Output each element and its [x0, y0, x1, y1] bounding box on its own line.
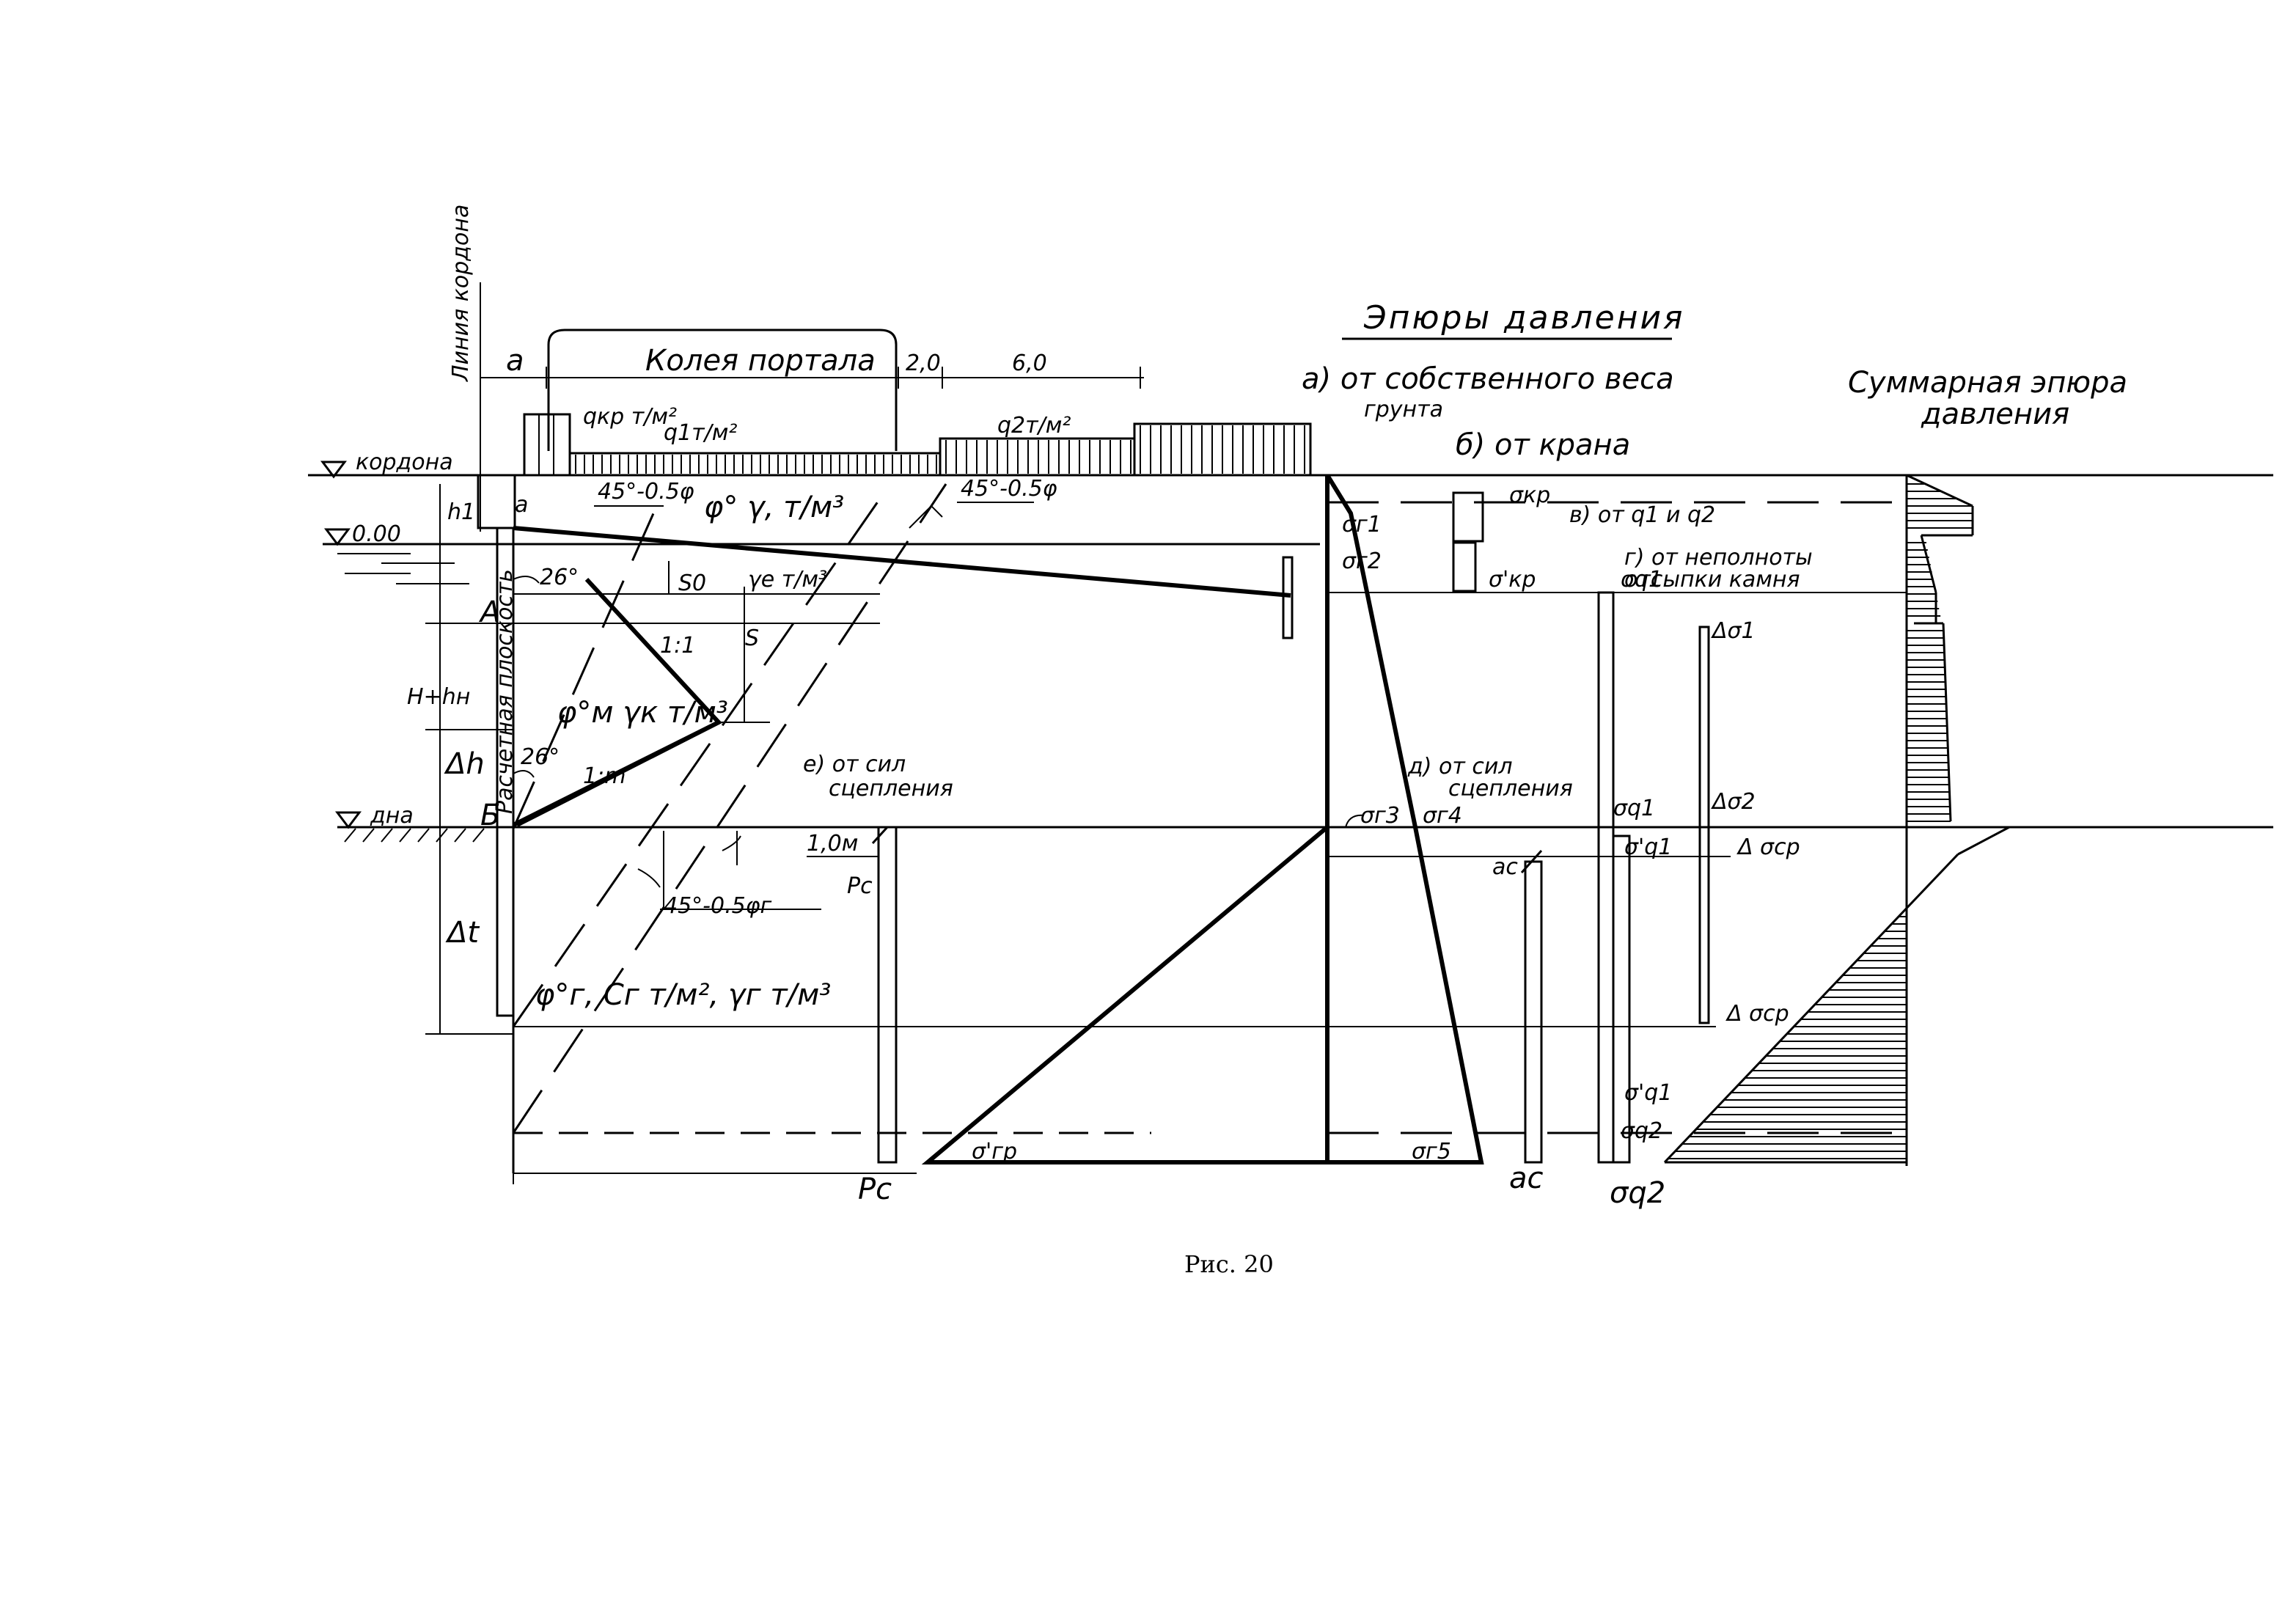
sigma-q1-prime-label: σ'q1 [1624, 834, 1672, 860]
epure-a-label: а) от собственного веса [1302, 362, 1674, 396]
angle-26-top-label: 26° [540, 565, 579, 590]
q2-load-block [939, 437, 1136, 477]
s-label: S [745, 626, 759, 651]
angle-45-label-2: 45°-0.5φ [961, 476, 1057, 502]
sigma-g2-label: σг2 [1342, 549, 1382, 574]
angle-45-label-3: 45°-0.5φг [664, 893, 771, 919]
zero-level-label: 0.00 [352, 521, 401, 547]
h1-label: h1 [447, 499, 475, 525]
q1-label: q1т/м² [664, 420, 737, 446]
stone-prism-slope [512, 720, 720, 827]
epure-d-label-2: сцепления [1448, 776, 1573, 802]
epure-cohesion-triangle [921, 822, 1329, 1164]
summary-title-line1: Суммарная эпюра [1848, 366, 2127, 400]
q-kr-label: qкр т/м² [583, 404, 677, 430]
portal-track-label: Колея портала [645, 344, 876, 378]
sigma-kr-prime-label: σ'кр [1489, 567, 1536, 593]
crane-epure-upper [1452, 491, 1484, 543]
kordon-line-label: Линия кордона [448, 205, 474, 382]
sigma-q1-prime-low-label: σ'q1 [1624, 1080, 1672, 1106]
phi-m-label: φ°м γк т/м³ [557, 696, 728, 730]
ac-bar [1524, 860, 1543, 1164]
dt-label: Δt [445, 916, 480, 950]
sigma-q2-bottom-label: σq2 [1610, 1176, 1665, 1210]
epure-g-label-2: отсыпки камня [1624, 567, 1800, 593]
delta-sigma1-label: Δσ1 [1711, 618, 1756, 644]
diagram-title: Эпюры давления [1363, 299, 1685, 337]
epure-d-label: д) от сил [1407, 754, 1513, 780]
a-dimension-label: a [506, 344, 524, 378]
s0-label: S0 [678, 571, 706, 596]
sigma-q1-top-label: σq1 [1621, 567, 1662, 593]
bottom-level-marker-icon [335, 811, 362, 829]
kordon-level-marker-icon [320, 461, 347, 479]
delta-sigma-bar [1698, 626, 1710, 1024]
gamma-e-label: γе т/м³ [748, 567, 827, 593]
summary-epure [1663, 474, 2010, 1166]
angle-45-label-1: 45°-0.5φ [598, 479, 694, 505]
slip-plane-1 [512, 498, 661, 829]
q1-load-hatch [575, 455, 937, 474]
pc-top-label: Pс [847, 873, 873, 899]
crane-load-block [523, 413, 571, 477]
delta-sigma-cp-label: Δ σср [1736, 834, 1800, 860]
phi-g-label: φ°г, Cг т/м², γг т/м³ [535, 978, 831, 1012]
seabed-hatch [344, 828, 485, 843]
q1-load-block [568, 452, 942, 477]
portal-crane-outline [547, 329, 898, 451]
crane-epure-lower [1452, 541, 1477, 593]
q2-load-hatch [945, 425, 1305, 474]
ac-top-label: ac [1492, 854, 1518, 880]
sigma-kr-label: σкр [1509, 483, 1550, 508]
bottom-level-label: дна [370, 803, 414, 829]
quay-wall-cap [477, 474, 516, 529]
sigma-gr-label: σ'гр [972, 1139, 1017, 1164]
dim-6-label: 6,0 [1012, 351, 1047, 376]
sigma-g1-label: σг1 [1342, 512, 1382, 538]
h-plus-h-label: H+hн [407, 684, 470, 710]
kordon-level-label: кордона [356, 450, 453, 475]
pc-bottom-label: Pс [858, 1173, 892, 1206]
epure-b-label: б) от крана [1456, 428, 1630, 462]
dim-2-label: 2,0 [906, 351, 941, 376]
dh-label: Δh [444, 747, 485, 781]
summary-title-line2: давления [1921, 397, 2069, 431]
dim-1m-label: 1,0м [807, 831, 858, 856]
figure-caption: Рис. 20 [1184, 1250, 1274, 1278]
q-epure-bar-left [1597, 591, 1615, 1164]
pc-bar [877, 826, 898, 1164]
epure-a-label-2: грунта [1364, 397, 1443, 422]
backfill-end-marker [1282, 556, 1294, 639]
q-epure-bar-right [1612, 834, 1631, 1164]
sigma-q2-label: σq2 [1621, 1118, 1662, 1144]
epure-g-label: г) от неполноты [1624, 545, 1813, 571]
sigma-g3-label: σг3 [1360, 803, 1400, 829]
slip-plane-3 [512, 483, 947, 1134]
delta-sigma2-label: Δσ2 [1711, 789, 1756, 815]
epure-e-label: е) от сил [803, 752, 906, 777]
delta-sigma-cp2-label: Δ σср [1725, 1001, 1789, 1027]
slip-plane-2 [512, 498, 881, 1027]
a-small-label: a [515, 492, 528, 518]
sigma-g5-label: σг5 [1412, 1139, 1451, 1164]
backfill-slope-line [513, 526, 1291, 598]
epure-v-label: в) от q1 и q2 [1569, 502, 1715, 528]
q2-load-block-ext [1133, 422, 1312, 477]
zero-level-marker-icon [324, 528, 351, 546]
phi-gamma-label: φ° γ, т/м³ [704, 491, 844, 524]
sigma-q1-mid-label: σq1 [1613, 796, 1655, 821]
ac-bottom-label: ac [1509, 1162, 1544, 1195]
slope-1-m-label: 1:m [583, 763, 626, 789]
slope-1-1-label: 1:1 [660, 633, 695, 659]
sigma-g4-label: σг4 [1423, 803, 1462, 829]
q2-label: q2т/м² [997, 413, 1071, 439]
water-surface-hatch [337, 553, 469, 584]
epure-e-label-2: сцепления [829, 776, 953, 802]
angle-26-bottom-label: 26° [521, 744, 560, 770]
